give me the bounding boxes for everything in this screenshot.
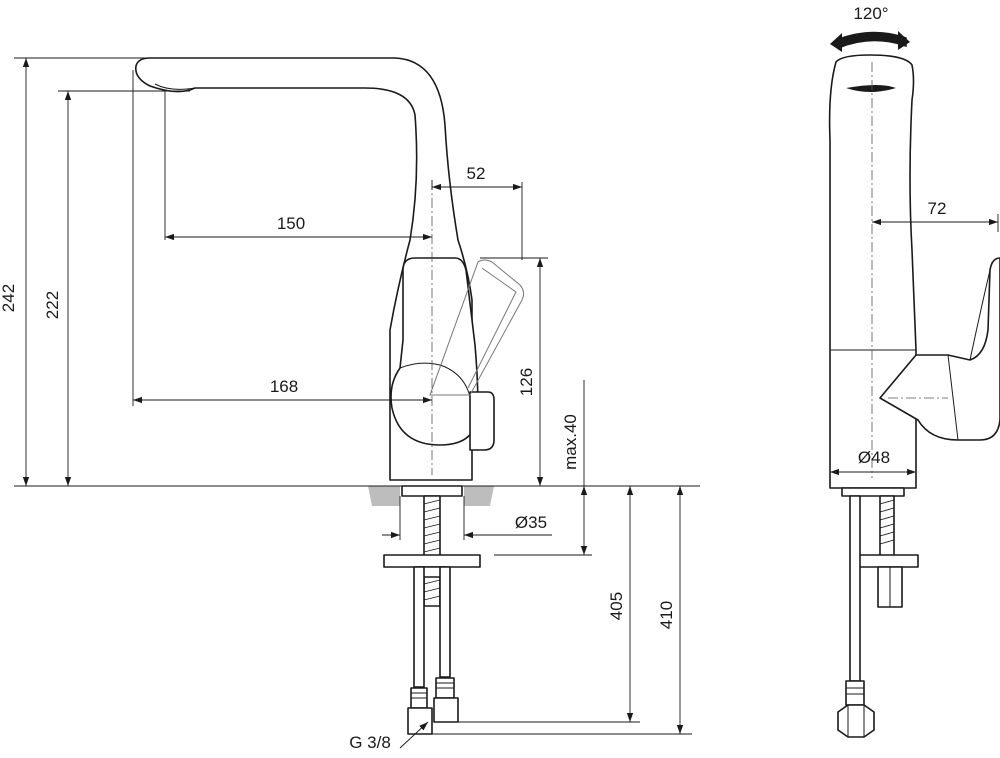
hose-right xyxy=(439,566,451,678)
label-d48: Ø48 xyxy=(858,448,890,467)
label-max40: max.40 xyxy=(561,414,580,470)
side-shank-collar xyxy=(841,487,905,497)
hose-left-nut xyxy=(407,707,433,735)
label-120: 120° xyxy=(853,4,888,23)
side-hose xyxy=(849,495,861,682)
side-hose-nut xyxy=(837,704,875,738)
label-126: 126 xyxy=(517,368,536,396)
side-lever-tip xyxy=(969,261,993,361)
lever-ghost xyxy=(429,259,525,396)
lever-knob xyxy=(469,391,495,451)
lever-ghost-inner xyxy=(467,267,517,389)
label-52: 52 xyxy=(467,164,486,183)
shank-collar xyxy=(401,485,463,497)
label-72: 72 xyxy=(928,199,947,218)
hose-left xyxy=(413,566,425,688)
countertop-right xyxy=(464,486,494,506)
side-thread xyxy=(879,499,895,545)
label-168: 168 xyxy=(270,377,298,396)
lever-cartridge xyxy=(399,362,473,411)
mounting-plate xyxy=(383,554,481,568)
spout xyxy=(134,57,473,481)
label-g38: G 3/8 xyxy=(349,733,391,752)
side-lever xyxy=(879,257,1000,441)
side-aerator xyxy=(846,85,896,92)
side-view: 120° 72 Ø48 xyxy=(828,4,1000,738)
spout-aerator-line xyxy=(154,83,196,90)
leader-g38 xyxy=(399,721,429,749)
label-405: 405 xyxy=(607,592,626,620)
countertop-left xyxy=(368,486,400,506)
hose-right-nut xyxy=(433,697,459,723)
label-242: 242 xyxy=(0,284,18,312)
front-view: 242 222 150 168 52 126 max.40 Ø35 405 41… xyxy=(0,57,700,752)
label-d35: Ø35 xyxy=(515,513,547,532)
label-150: 150 xyxy=(277,214,305,233)
threaded-rod xyxy=(423,495,441,607)
swivel-arrow xyxy=(835,31,907,50)
lever xyxy=(390,257,479,446)
label-222: 222 xyxy=(43,291,62,319)
side-hose-ferrule xyxy=(845,680,865,706)
label-410: 410 xyxy=(657,601,676,629)
side-spout xyxy=(828,54,917,489)
side-plate xyxy=(855,554,919,568)
